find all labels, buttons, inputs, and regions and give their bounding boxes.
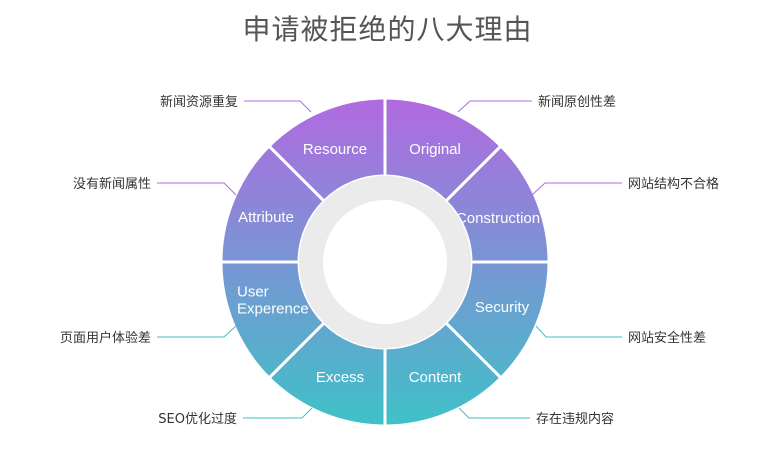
segment-label: Attribute: [238, 209, 294, 226]
callout-text: SEO优化过度: [158, 411, 237, 427]
callout-line: [244, 100, 312, 113]
callout-text: 网站安全性差: [628, 330, 706, 346]
callout-text: 新闻原创性差: [538, 94, 616, 110]
callout-text: 存在违规内容: [536, 411, 614, 427]
center-circle: [323, 200, 447, 324]
callout-text: 页面用户体验差: [60, 330, 151, 346]
callout-line: [535, 325, 622, 338]
callout-line: [243, 407, 313, 419]
callout-line: [458, 407, 530, 419]
segment-label: Resource: [303, 141, 367, 158]
callout-text: 网站结构不合格: [628, 176, 719, 192]
page-title: 申请被拒绝的八大理由: [242, 13, 533, 46]
segment-label: Content: [409, 369, 462, 386]
callout-line: [531, 182, 622, 196]
segment-label: Excess: [316, 369, 364, 386]
segment-label: Security: [475, 299, 530, 316]
callout-text: 没有新闻属性: [73, 176, 151, 192]
callout-text: 新闻资源重复: [160, 94, 238, 110]
callout-line: [157, 325, 237, 338]
segment-label: Construction: [456, 210, 540, 227]
segment-label: Original: [409, 141, 461, 158]
callout-line: [457, 100, 532, 113]
callout-line: [157, 182, 237, 196]
